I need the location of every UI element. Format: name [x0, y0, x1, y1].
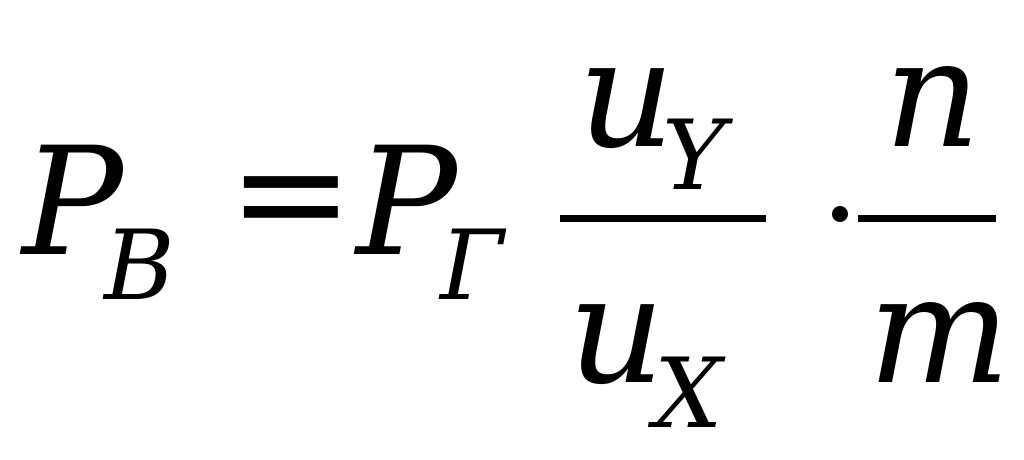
- fraction-1-denominator-symbol: u: [568, 244, 665, 418]
- fraction-2-bar: [858, 215, 996, 222]
- lhs-subscript: В: [104, 210, 175, 322]
- lhs-symbol: P: [22, 116, 123, 290]
- multiply-dot: [832, 206, 848, 222]
- fraction-1-bar: [560, 215, 766, 222]
- fraction-1-denominator-subscript: X: [654, 338, 723, 450]
- fraction-2-numerator: n: [884, 8, 981, 182]
- fraction-1-numerator-symbol: u: [578, 8, 675, 182]
- fraction-2-denominator: m: [868, 244, 1011, 418]
- fraction-1-numerator-subscript: Y: [662, 100, 726, 212]
- rhs-coefficient-subscript: Г: [440, 210, 504, 322]
- rhs-coefficient-symbol: P: [356, 116, 457, 290]
- equals-sign: =: [228, 106, 354, 280]
